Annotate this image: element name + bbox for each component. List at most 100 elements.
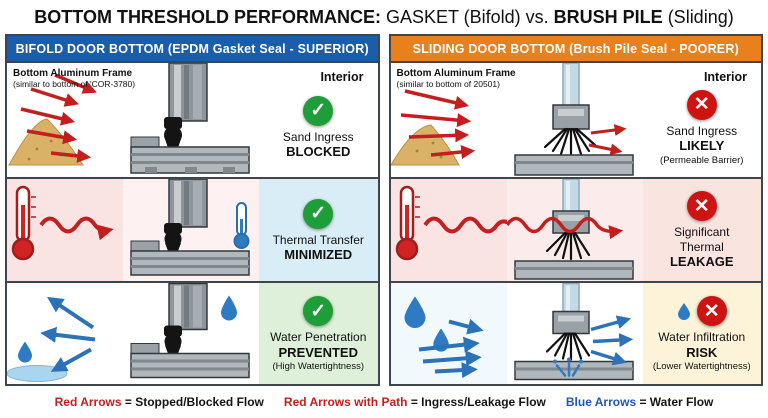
status-line1: Water Penetration (270, 330, 367, 345)
brush-pile-seal (545, 332, 590, 361)
red-arrows-ingress (400, 89, 475, 159)
sliding-frame-label: Bottom Aluminum Frame (similar to bottom… (397, 68, 572, 89)
door-leaf-profile (168, 179, 208, 228)
cross-glyph: ✕ (693, 195, 710, 217)
status-line2: MINIMIZED (284, 247, 353, 263)
status-line3: (Permeable Barrier) (660, 154, 744, 166)
sliding-sand-section (507, 63, 643, 177)
water-deflected-graphic (7, 296, 96, 382)
blue-arrows-inflow (418, 318, 484, 379)
status-line1: Thermal Transfer (272, 232, 364, 247)
legend-label: Red Arrows with Path (283, 395, 408, 409)
sliding-thermal-status: ✕ Significant Thermal LEAKAGE (642, 179, 761, 281)
sliding-frame-cross-section-water (513, 283, 634, 381)
cross-icon: ✕ (686, 89, 717, 120)
epdm-gasket (164, 117, 182, 148)
threshold-step (130, 240, 160, 252)
cross-icon: ✕ (686, 191, 717, 222)
sliding-frame-cross-section-thermal (506, 179, 634, 280)
threshold-extrusion (130, 146, 250, 174)
sand-pile-ingress-graphic (390, 89, 475, 166)
title-normal-2: (Sliding) (662, 6, 734, 27)
bifold-frame-cross-section-thermal (130, 179, 250, 276)
water-splash (552, 357, 583, 377)
sliding-interior-label: Interior (703, 70, 747, 84)
sliding-sand-hazard (390, 63, 507, 177)
water-drop-icon (221, 295, 237, 321)
thermal-leak-graphic (395, 185, 507, 261)
sand-pile-blocked-graphic (8, 73, 97, 166)
sand-pile (8, 118, 84, 166)
check-glyph: ✓ (310, 300, 327, 322)
red-arrows-pass-through (588, 124, 627, 156)
sliding-thermal-row: ✕ Significant Thermal LEAKAGE (390, 177, 761, 281)
brush-pile-seal (543, 127, 596, 157)
bifold-water-hazard (7, 283, 123, 384)
status-badge-row: ✕ (677, 296, 727, 327)
water-drop-icon (404, 296, 425, 328)
thermometer-icon (11, 185, 36, 261)
door-leaf-profile (168, 283, 208, 331)
status-line1: Sand Ingress (282, 129, 354, 144)
cross-icon: ✕ (696, 296, 727, 327)
sand-pile (390, 124, 460, 166)
brush-carrier (551, 310, 590, 335)
threshold-extrusion (513, 360, 634, 381)
sliding-panel-header: SLIDING DOOR BOTTOM (Brush Pile Seal - P… (390, 36, 761, 61)
status-line1: Significant Thermal (674, 225, 730, 254)
legend-item-water: Blue Arrows = Water Flow (566, 395, 713, 409)
sliding-water-status: ✕ Water Infiltration RISK (Lower Waterti… (642, 283, 761, 384)
legend-desc: = Stopped/Blocked Flow (121, 395, 264, 409)
blue-arrows-infiltrating (589, 315, 633, 366)
bifold-frame-cross-section-sand (130, 63, 250, 174)
cross-glyph: ✕ (703, 300, 720, 322)
threshold-extrusion (513, 154, 634, 176)
bifold-panel: BIFOLD DOOR BOTTOM (EPDM Gasket Seal - S… (5, 34, 380, 386)
check-glyph: ✓ (310, 100, 327, 122)
blue-arrows-deflected (40, 296, 96, 372)
bifold-thermal-row: ✓ Thermal Transfer MINIMIZED (7, 177, 378, 281)
brush-pile-seal (545, 231, 590, 261)
glass-panel (561, 179, 580, 216)
frame-label-text: Bottom Aluminum Frame (396, 68, 516, 79)
bifold-interior-label: Interior (320, 70, 364, 84)
heat-wave (422, 216, 507, 234)
legend-desc: = Water Flow (636, 395, 714, 409)
bifold-water-row: ✓ Water Penetration PREVENTED (High Wate… (7, 281, 378, 384)
sliding-sand-row: Bottom Aluminum Frame (similar to bottom… (390, 61, 762, 177)
sliding-thermal-hazard (390, 179, 507, 281)
check-icon: ✓ (303, 198, 334, 229)
heat-wave-leaking-arrow (506, 216, 623, 240)
cross-glyph: ✕ (693, 94, 710, 116)
bifold-frame-cross-section-water (130, 283, 250, 379)
status-line2: BLOCKED (286, 144, 351, 160)
brush-carrier (551, 104, 590, 130)
water-drop-icon (18, 341, 32, 363)
page-title: BOTTOM THRESHOLD PERFORMANCE: GASKET (Bi… (0, 0, 768, 34)
frame-label-sub: (similar to bottom of 20501) (396, 78, 500, 89)
status-line2: LEAKAGE (669, 254, 734, 270)
status-line1: Sand Ingress (666, 123, 738, 138)
comparison-panels: BIFOLD DOOR BOTTOM (EPDM Gasket Seal - S… (0, 34, 768, 386)
sliding-water-hazard (390, 283, 507, 384)
door-leaf-profile (168, 63, 208, 122)
cool-thermometer-icon (233, 202, 250, 249)
legend: Red Arrows = Stopped/Blocked Flow Red Ar… (0, 386, 768, 418)
legend-label: Red Arrows (54, 395, 122, 409)
thermometer-icon (395, 185, 420, 261)
check-icon: ✓ (303, 296, 334, 327)
legend-item-blocked: Red Arrows = Stopped/Blocked Flow (55, 395, 264, 409)
sliding-frame-cross-section-sand (513, 63, 634, 176)
bifold-sand-hazard (7, 63, 123, 177)
heat-wave-arrow (39, 216, 114, 241)
bifold-thermal-hazard (7, 179, 123, 281)
status-line1: Water Infiltration (658, 330, 746, 345)
bifold-panel-header: BIFOLD DOOR BOTTOM (EPDM Gasket Seal - S… (7, 36, 378, 61)
sliding-sand-status: ✕ Sand Ingress LIKELY (Permeable Barrier… (643, 63, 762, 177)
status-line2: LIKELY (679, 138, 725, 154)
threshold-step (130, 343, 160, 354)
check-glyph: ✓ (310, 203, 327, 225)
title-normal-1: GASKET (Bifold) vs. (380, 6, 554, 27)
title-bold-1: BOTTOM THRESHOLD PERFORMANCE: (34, 6, 381, 27)
